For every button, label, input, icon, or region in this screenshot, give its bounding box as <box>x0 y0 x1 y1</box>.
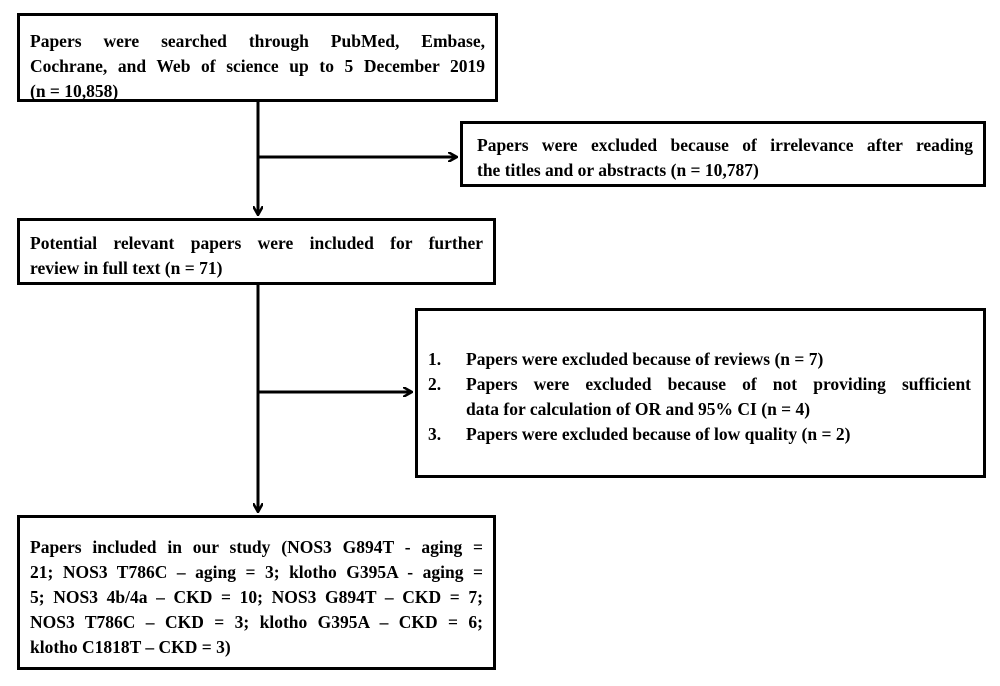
included-studies-line: 21; NOS3 T786C – aging = 3; klotho G395A… <box>30 562 483 582</box>
exclusion-item-text: Papers were excluded because of low qual… <box>466 424 851 444</box>
search-box-line: (n = 10,858) <box>30 81 119 101</box>
relevant-papers-line: review in full text (n = 71) <box>30 258 223 278</box>
included-studies-line: NOS3 T786C – CKD = 3; klotho G395A – CKD… <box>30 612 483 632</box>
search-box-line: Cochrane, and Web of science up to 5 Dec… <box>30 56 485 76</box>
exclusion-item-text: Papers were excluded because of reviews … <box>466 349 824 369</box>
search-box-line: Papers were searched through PubMed, Emb… <box>30 31 485 51</box>
excluded-irrelevance-line: the titles and or abstracts (n = 10,787) <box>477 160 759 180</box>
exclusion-item-number: 2. <box>428 374 442 394</box>
exclusion-item: 2. Papers were excluded because of not p… <box>428 372 971 422</box>
exclusion-item-number: 1. <box>428 349 442 369</box>
exclusion-item: 1. Papers were excluded because of revie… <box>428 347 971 372</box>
excluded-irrelevance-line: Papers were excluded because of irreleva… <box>477 135 973 155</box>
excluded-reasons-box: 1. Papers were excluded because of revie… <box>415 308 986 478</box>
exclusion-item-text: Papers were excluded because of not prov… <box>466 374 971 394</box>
excluded-irrelevance-box: Papers were excluded because of irreleva… <box>460 121 986 187</box>
included-studies-line: Papers included in our study (NOS3 G894T… <box>30 537 483 557</box>
included-studies-line: 5; NOS3 4b/4a – CKD = 10; NOS3 G894T – C… <box>30 587 483 607</box>
search-box: Papers were searched through PubMed, Emb… <box>17 13 498 102</box>
relevant-papers-box: Potential relevant papers were included … <box>17 218 496 285</box>
included-studies-line: klotho C1818T – CKD = 3) <box>30 637 231 657</box>
exclusion-item-number: 3. <box>428 424 442 444</box>
exclusion-item-text: data for calculation of OR and 95% CI (n… <box>466 399 811 419</box>
included-studies-box: Papers included in our study (NOS3 G894T… <box>17 515 496 670</box>
exclusion-item: 3. Papers were excluded because of low q… <box>428 422 971 447</box>
relevant-papers-line: Potential relevant papers were included … <box>30 233 483 253</box>
